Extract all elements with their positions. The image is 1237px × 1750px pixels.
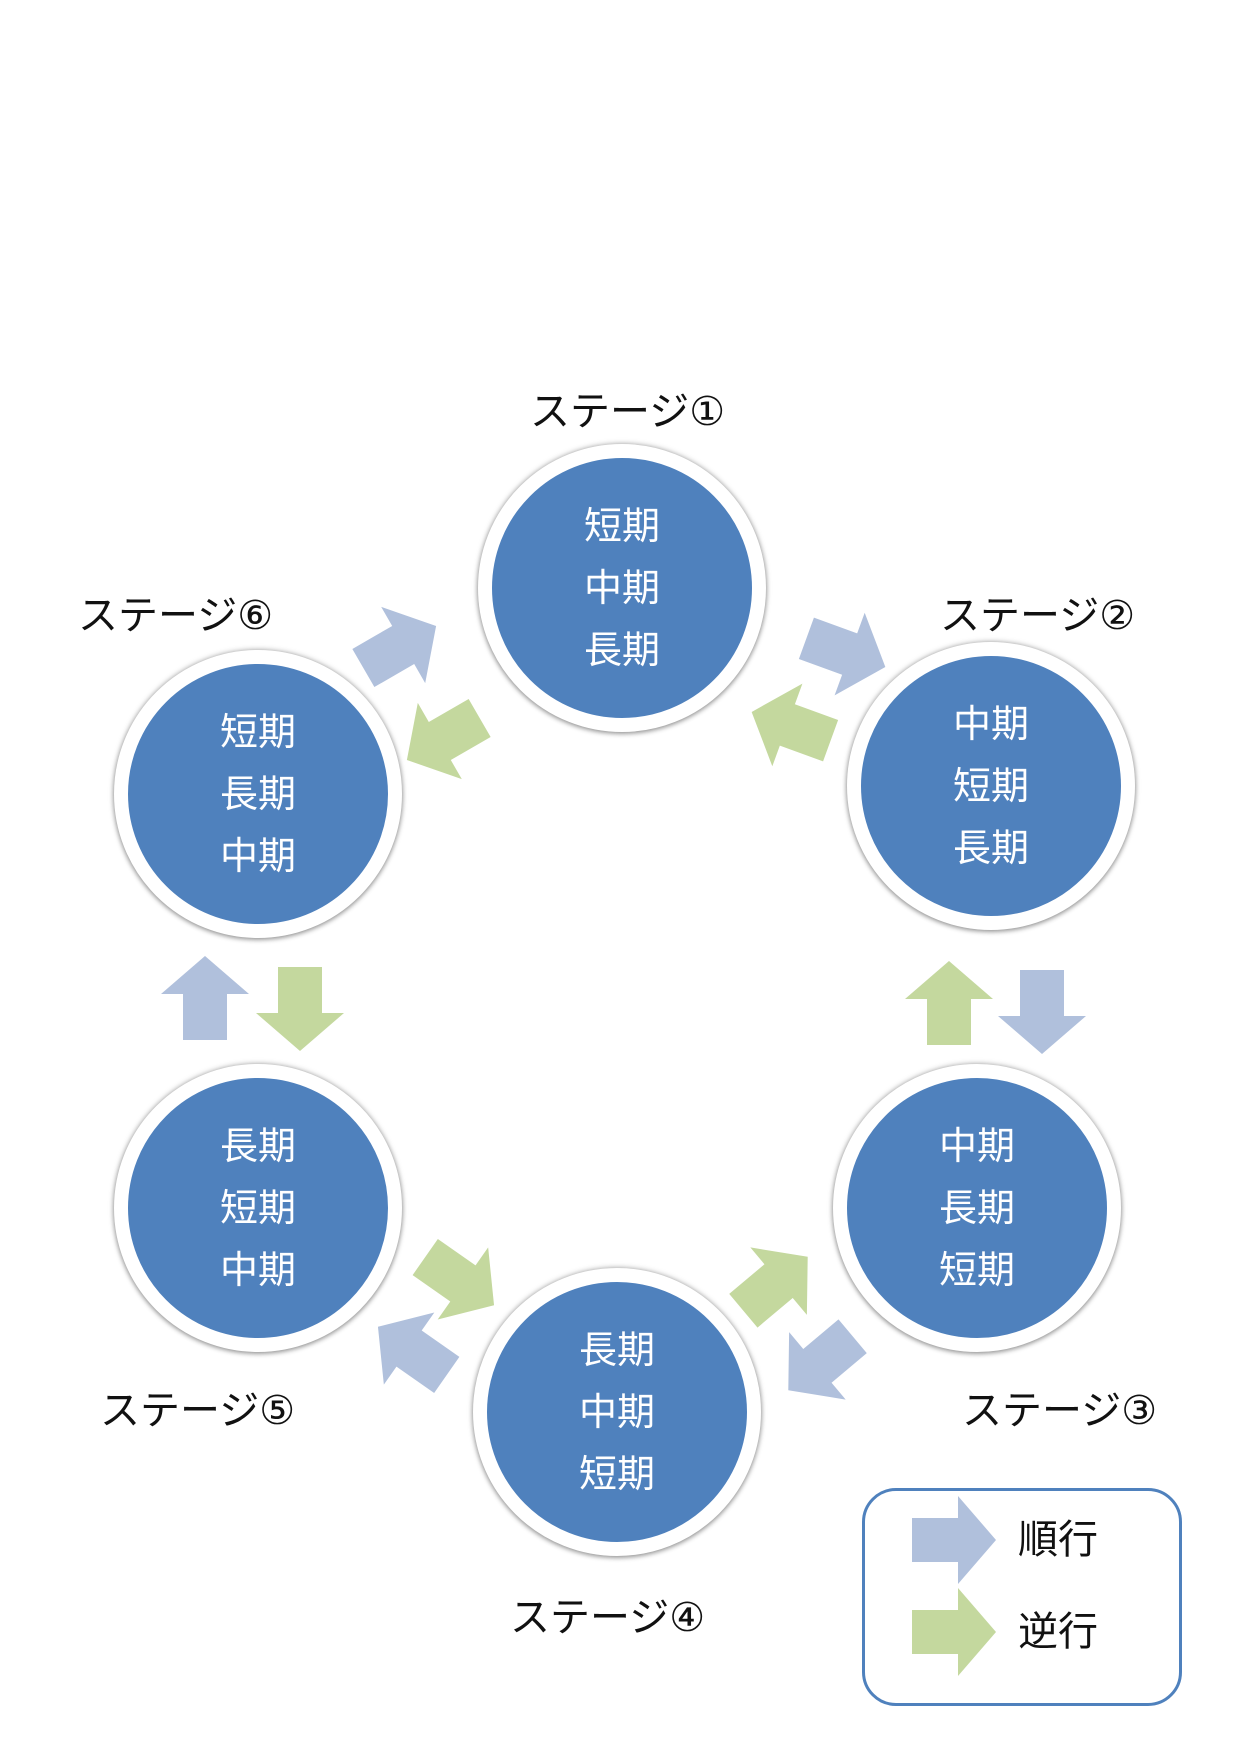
stage-1-circle: 短期 中期 長期: [478, 444, 766, 732]
stage-5-term-3: 中期: [219, 1248, 296, 1292]
stage-2-label: ステージ②: [940, 593, 1136, 639]
stage-3-circle: 中期 長期 短期: [833, 1064, 1121, 1352]
stage-4-term-2: 中期: [578, 1390, 655, 1434]
stage-6-label: ステージ⑥: [78, 593, 274, 639]
stage-6-circle: 短期 長期 中期: [114, 650, 402, 938]
reverse-arrow-1-6: [384, 679, 502, 799]
stage-2-term-2: 短期: [952, 764, 1029, 808]
stage-1-term-3: 長期: [583, 628, 660, 672]
forward-arrow-6-1: [341, 587, 459, 707]
stage-5-label: ステージ⑤: [100, 1388, 296, 1434]
reverse-arrow-6-5: [256, 967, 344, 1051]
stage-6-term-2: 長期: [219, 772, 296, 816]
forward-arrow-5-6: [161, 956, 249, 1040]
reverse-arrow-3-2: [905, 961, 993, 1045]
forward-arrow-3-4: [760, 1302, 881, 1424]
stage-3-term-2: 長期: [938, 1186, 1015, 1230]
stage-2-term-1: 中期: [952, 702, 1029, 746]
stage-6-term-3: 中期: [219, 834, 296, 878]
stage-5-circle: 長期 短期 中期: [114, 1064, 402, 1352]
legend-forward-label: 順行: [1018, 1517, 1098, 1563]
stage-3-term-1: 中期: [938, 1124, 1015, 1168]
stage-2-term-3: 長期: [952, 826, 1029, 870]
stage-5-term-2: 短期: [219, 1186, 296, 1230]
stage-4-label: ステージ④: [510, 1595, 706, 1641]
stage-5-term-1: 長期: [219, 1124, 296, 1168]
stage-3-label: ステージ③: [962, 1388, 1158, 1434]
stage-6-term-1: 短期: [219, 710, 296, 754]
stage-4-circle: 長期 中期 短期: [473, 1268, 761, 1556]
stage-3-term-3: 短期: [938, 1248, 1015, 1292]
stage-4-term-1: 長期: [578, 1328, 655, 1372]
legend-reverse-label: 逆行: [1018, 1609, 1098, 1655]
stage-2-circle: 中期 短期 長期: [847, 642, 1135, 930]
reverse-arrow-2-1: [736, 670, 846, 783]
stage-1-term-1: 短期: [583, 504, 660, 548]
stage-4-term-3: 短期: [578, 1452, 655, 1496]
forward-arrow-2-3: [998, 970, 1086, 1054]
stage-1-term-2: 中期: [583, 566, 660, 610]
stage-1-label: ステージ①: [530, 389, 726, 435]
